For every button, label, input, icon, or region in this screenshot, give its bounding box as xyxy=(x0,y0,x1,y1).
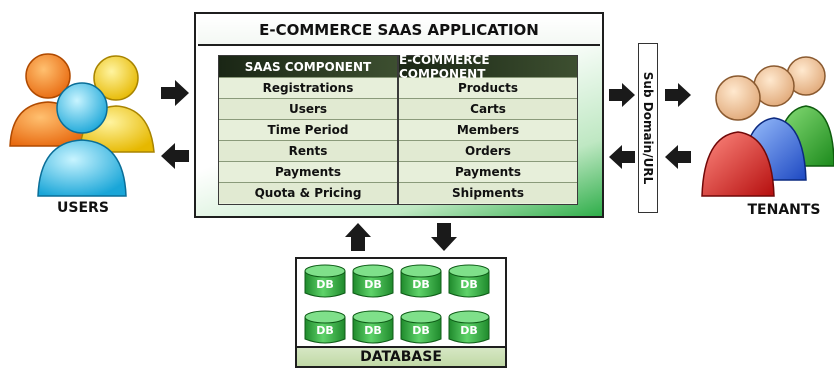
db-cylinder-icon: DB xyxy=(448,310,490,346)
list-item: Rents xyxy=(219,140,397,161)
list-item: Time Period xyxy=(219,119,397,140)
users-icon xyxy=(9,53,155,197)
list-item: Products xyxy=(399,77,577,98)
db-label: DB xyxy=(412,324,430,337)
list-item: Orders xyxy=(399,140,577,161)
tenants-icon xyxy=(701,56,834,197)
list-item: Registrations xyxy=(219,77,397,98)
db-cylinder-icon: DB xyxy=(304,310,346,346)
arrow-right-icon xyxy=(161,80,189,106)
db-label: DB xyxy=(460,324,478,337)
list-item: Payments xyxy=(219,161,397,182)
tenants-label: TENANTS xyxy=(747,202,821,218)
db-label: DB xyxy=(316,278,334,291)
database-label: DATABASE xyxy=(297,346,505,366)
database-box: DB DB DB DB DB DB DB DB DATABASE xyxy=(295,257,507,368)
saas-component-header: SAAS COMPONENT xyxy=(219,56,397,77)
arrow-left-icon xyxy=(609,145,635,169)
arrow-right-icon xyxy=(609,83,635,107)
ecommerce-component-panel: E-COMMERCE COMPONENT Products Carts Memb… xyxy=(398,53,578,205)
arrow-right-icon xyxy=(665,83,691,107)
list-item: Users xyxy=(219,98,397,119)
list-item: Payments xyxy=(399,161,577,182)
ecommerce-component-header: E-COMMERCE COMPONENT xyxy=(399,53,577,81)
db-label: DB xyxy=(460,278,478,291)
db-cylinder-icon: DB xyxy=(400,264,442,300)
db-cylinder-icon: DB xyxy=(352,264,394,300)
arrow-left-icon xyxy=(161,143,189,169)
saas-component-panel: SAAS COMPONENT Registrations Users Time … xyxy=(218,55,398,205)
db-cylinder-icon: DB xyxy=(400,310,442,346)
arrow-left-icon xyxy=(665,145,691,169)
db-cylinder-icon: DB xyxy=(304,264,346,300)
db-label: DB xyxy=(364,324,382,337)
list-item: Carts xyxy=(399,98,577,119)
list-item: Quota & Pricing xyxy=(219,182,397,203)
db-label: DB xyxy=(364,278,382,291)
list-item: Members xyxy=(399,119,577,140)
db-label: DB xyxy=(412,278,430,291)
subdomain-url-box: Sub Domain/URL xyxy=(638,43,658,213)
subdomain-url-label: Sub Domain/URL xyxy=(641,71,655,185)
arrow-up-icon xyxy=(345,223,371,251)
application-title: E-COMMERCE SAAS APPLICATION xyxy=(198,16,600,46)
db-cylinder-icon: DB xyxy=(448,264,490,300)
db-cylinder-icon: DB xyxy=(352,310,394,346)
arrow-down-icon xyxy=(431,223,457,251)
ecommerce-saas-application: E-COMMERCE SAAS APPLICATION SAAS COMPONE… xyxy=(194,12,604,218)
list-item: Shipments xyxy=(399,182,577,203)
users-label: USERS xyxy=(57,200,109,216)
db-label: DB xyxy=(316,324,334,337)
